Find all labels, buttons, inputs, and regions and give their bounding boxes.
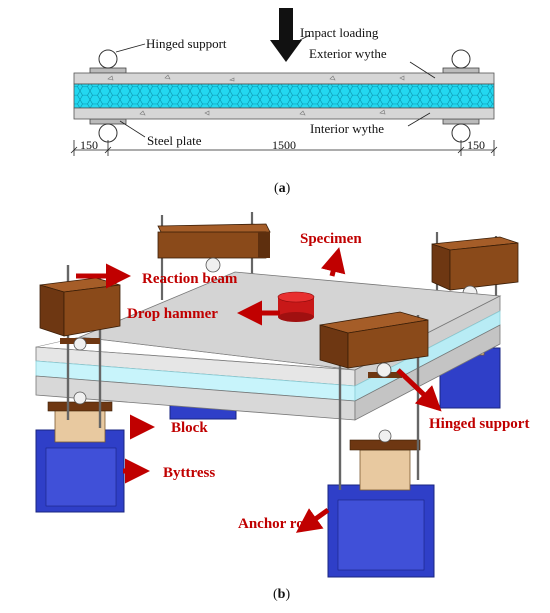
label-reaction-beam: Reaction beam [142, 271, 238, 287]
label-steel-plate: Steel plate [147, 133, 202, 148]
steel-plate-top-right [442, 67, 480, 74]
hinged-ball-front-left [73, 337, 87, 351]
caption-a: (a) [274, 181, 291, 196]
aggregate-marks [107, 74, 405, 116]
label-exterior-wythe: Exterior wythe [309, 46, 387, 61]
dim-left: 150 [80, 138, 98, 152]
dimension-line [70, 140, 498, 156]
hinged-support-bottom-left [98, 123, 118, 143]
reaction-beam-front-left [39, 277, 121, 337]
label-block: Block [171, 420, 208, 436]
panel-a: Hinged support Impact loading Exterior w… [70, 8, 498, 196]
hinged-ball-front-left-low [73, 391, 87, 405]
label-arrows [76, 247, 442, 533]
caption-b: (b) [273, 587, 290, 602]
insulation-layer [73, 83, 495, 109]
label-impact-loading: Impact loading [300, 25, 379, 40]
label-anchor-rod: Anchor rod [238, 516, 313, 532]
label-hinged-support-b: Hinged support [429, 416, 529, 432]
label-drop-hammer: Drop hammer [127, 306, 218, 322]
interior-wythe [73, 107, 495, 120]
steel-plate-bottom-right [442, 118, 480, 125]
drop-hammer-icon [277, 291, 315, 322]
hinged-ball-back-left [205, 257, 221, 273]
block-front-left [54, 409, 106, 443]
label-specimen: Specimen [300, 231, 362, 247]
exterior-wythe [73, 72, 495, 85]
reaction-beam-back-left [157, 223, 271, 259]
panel-b: Reaction beam Drop hammer Specimen Block… [35, 212, 529, 602]
hinged-support-top-left [98, 49, 118, 69]
label-interior-wythe: Interior wythe [310, 121, 384, 136]
label-hinged-support-a: Hinged support [146, 36, 227, 51]
label-byttress: Byttress [163, 465, 215, 481]
reaction-beam-back-right [431, 236, 519, 291]
hinged-ball-front-right [376, 362, 392, 378]
dim-right: 150 [467, 138, 485, 152]
hinged-ball-front-right-low [378, 429, 392, 443]
buttress-front-left-inner [45, 447, 117, 507]
hinged-support-top-right [451, 49, 471, 69]
impact-arrow-icon [270, 8, 302, 62]
dim-middle: 1500 [272, 138, 296, 152]
reaction-beam-front-right [319, 311, 429, 369]
block-front-right [359, 449, 411, 491]
steel-plate-top-left [89, 67, 127, 74]
buttress-front-right-inner [337, 499, 425, 571]
